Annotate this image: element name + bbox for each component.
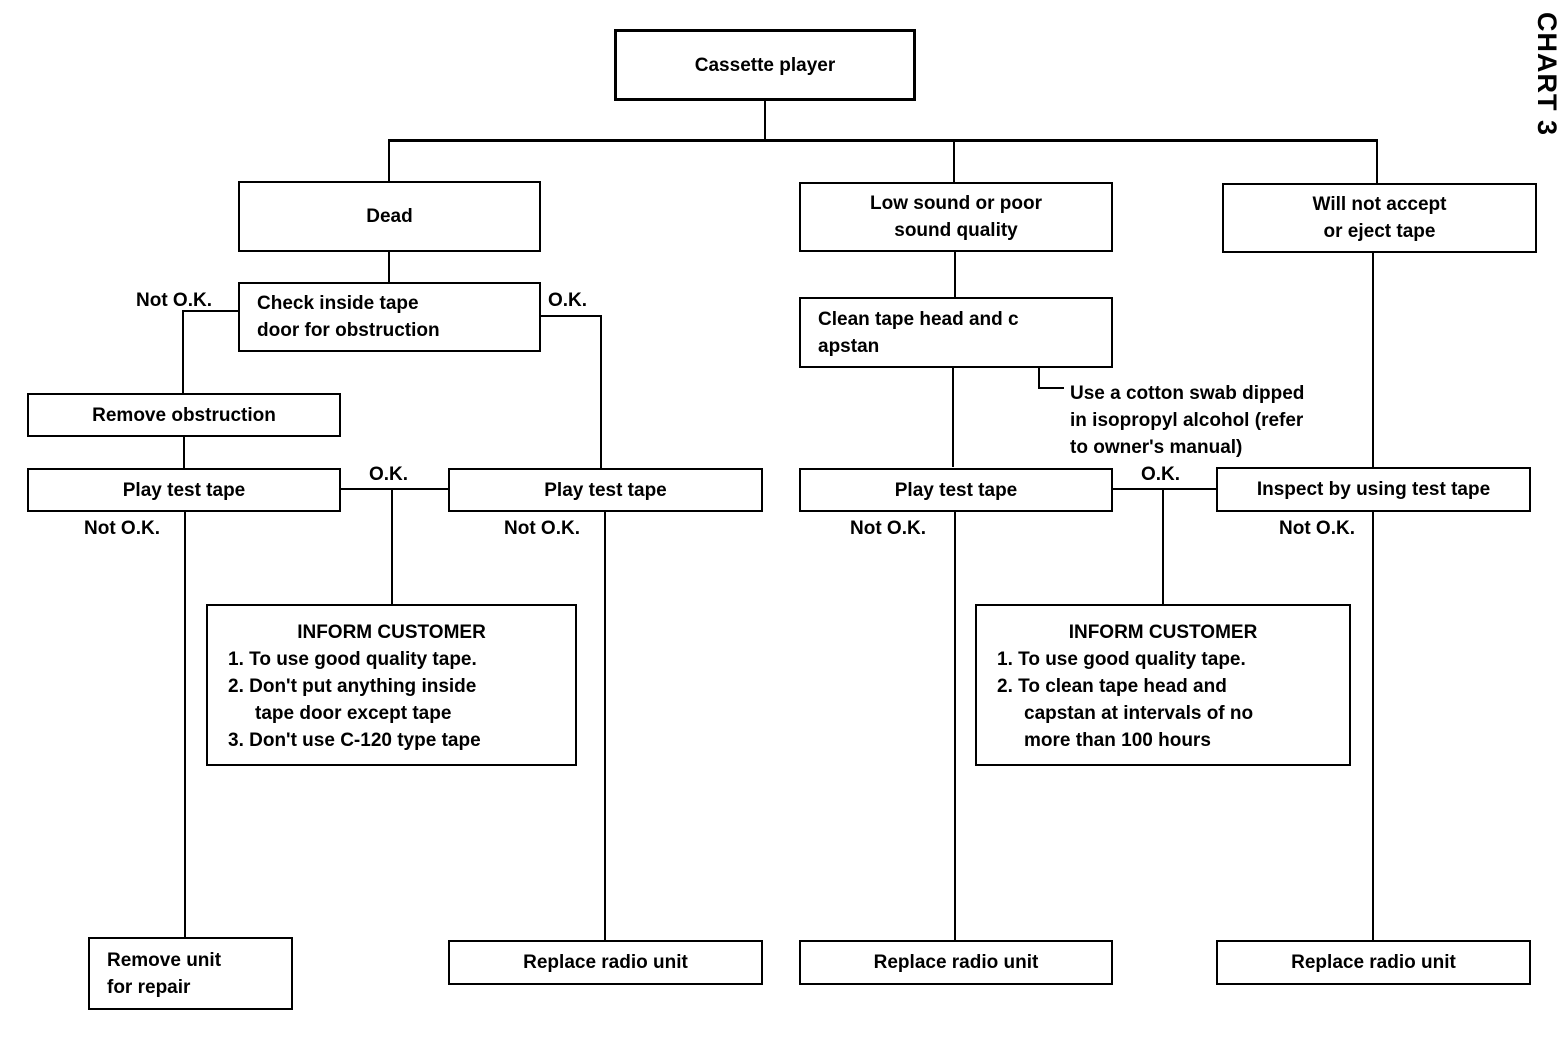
connector-line <box>1372 253 1374 467</box>
inform-customer-item: 1. To use good quality tape. <box>997 649 1246 670</box>
remove-unit-box: Remove unit for repair <box>88 937 293 1010</box>
remove-obstruction-label: Remove obstruction <box>92 404 276 426</box>
replace-radio-unit-box-2: Replace radio unit <box>799 940 1113 985</box>
connector-line <box>541 315 602 317</box>
connector-line <box>391 488 393 604</box>
low-sound-box: Low sound or poor sound quality <box>799 182 1113 252</box>
check-tape-door-box: Check inside tape door for obstruction <box>238 282 541 352</box>
replace-radio-unit-box-3: Replace radio unit <box>1216 940 1531 985</box>
connector-line <box>341 488 448 490</box>
connector-line <box>952 368 954 467</box>
connector-line <box>954 252 956 297</box>
ok-label-play-left: O.K. <box>369 464 409 485</box>
inform-customer-title: INFORM CUSTOMER <box>297 622 486 643</box>
play-test-tape-label: Play test tape <box>544 479 667 501</box>
remove-obstruction-box: Remove obstruction <box>27 393 341 437</box>
connector-line <box>953 139 955 182</box>
play-test-tape-label: Play test tape <box>894 479 1018 501</box>
remove-unit-label: Remove unit for repair <box>107 949 222 998</box>
connector-line <box>388 139 1378 142</box>
not-ok-label-inspect: Not O.K. <box>1279 518 1355 539</box>
connector-line <box>1113 488 1216 490</box>
check-tape-door-label: Check inside tape door for obstruction <box>257 293 440 341</box>
inform-customer-item: 1. To use good quality tape. <box>228 649 477 670</box>
will-not-accept-label: Will not accept or eject tape <box>1312 194 1447 242</box>
connector-line <box>954 512 956 940</box>
inform-customer-box-right: INFORM CUSTOMER 1. To use good quality t… <box>975 604 1351 766</box>
connector-line <box>1038 387 1064 389</box>
connector-line <box>388 252 390 282</box>
low-sound-label: Low sound or poor sound quality <box>869 193 1043 241</box>
connector-line <box>600 315 602 468</box>
play-test-tape-box-3: Play test tape <box>799 468 1113 512</box>
chart-number-label: CHART 3 <box>1532 12 1562 137</box>
clean-tape-head-box: Clean tape head and c apstan <box>799 297 1113 368</box>
connector-line <box>388 139 390 181</box>
dead-box: Dead <box>238 181 541 252</box>
connector-line <box>1376 139 1378 183</box>
not-ok-label-play-2: Not O.K. <box>504 518 580 539</box>
connector-line <box>182 310 238 312</box>
inform-customer-title: INFORM CUSTOMER <box>1068 622 1258 643</box>
play-test-tape-label: Play test tape <box>122 479 246 501</box>
cassette-player-box: Cassette player <box>614 29 916 101</box>
play-test-tape-box-1: Play test tape <box>27 468 341 512</box>
replace-radio-unit-box-1: Replace radio unit <box>448 940 763 985</box>
connector-line <box>1162 488 1164 604</box>
not-ok-label-play-3: Not O.K. <box>850 518 926 539</box>
ok-label-check-right: O.K. <box>548 290 588 311</box>
inform-customer-box-left: INFORM CUSTOMER 1. To use good quality t… <box>206 604 577 766</box>
connector-line <box>1038 368 1040 389</box>
connector-line <box>182 310 184 393</box>
connector-line <box>604 512 606 940</box>
replace-radio-unit-label: Replace radio unit <box>523 952 688 973</box>
connector-line <box>184 512 186 937</box>
dead-label: Dead <box>366 206 413 227</box>
replace-radio-unit-label: Replace radio unit <box>873 952 1039 973</box>
inspect-test-tape-label: Inspect by using test tape <box>1256 479 1491 500</box>
not-ok-label-play-1: Not O.K. <box>84 518 160 539</box>
connector-line <box>183 437 185 468</box>
inspect-test-tape-box: Inspect by using test tape <box>1216 467 1531 512</box>
connector-line <box>764 101 766 141</box>
connector-line <box>1372 512 1374 940</box>
inform-customer-item: 3. Don't use C-120 type tape <box>228 730 481 751</box>
ok-label-play-right: O.K. <box>1141 464 1181 485</box>
play-test-tape-box-2: Play test tape <box>448 468 763 512</box>
clean-tape-head-label: Clean tape head and c apstan <box>818 308 1019 357</box>
will-not-accept-box: Will not accept or eject tape <box>1222 183 1537 253</box>
cotton-swab-note: Use a cotton swab dipped in isopropyl al… <box>1070 383 1305 458</box>
cassette-player-label: Cassette player <box>694 54 836 76</box>
not-ok-label-check-left: Not O.K. <box>136 290 212 311</box>
replace-radio-unit-label: Replace radio unit <box>1291 952 1456 973</box>
inform-customer-item: 2. Don't put anything inside tape door e… <box>228 676 477 724</box>
inform-customer-item: 2. To clean tape head and capstan at int… <box>997 676 1254 751</box>
